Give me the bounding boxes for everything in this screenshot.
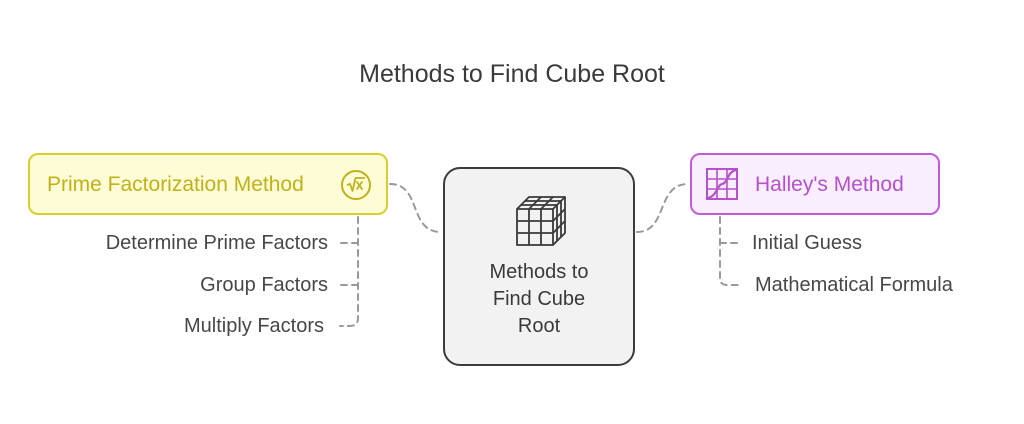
connector-left-branch (389, 183, 442, 233)
leaf-multiply-factors[interactable]: Multiply Factors (183, 315, 324, 337)
cube-grid-icon (516, 196, 566, 246)
central-topic-node[interactable]: Methods to Find Cube Root (443, 167, 635, 366)
central-topic-line-1: Methods to (489, 261, 589, 283)
central-topic-line-2: Find Cube (492, 288, 586, 310)
prime-factorization-node[interactable]: Prime Factorization Method (28, 153, 388, 215)
diagram-title: Methods to Find Cube Root (359, 60, 665, 88)
connector-right-trunk (719, 216, 741, 286)
function-graph-icon (706, 168, 738, 200)
prime-factorization-label: Prime Factorization Method (47, 173, 304, 196)
central-topic-line-3: Root (517, 315, 561, 337)
leaf-mathematical-formula[interactable]: Mathematical Formula (755, 274, 953, 296)
leaf-group-factors[interactable]: Group Factors (200, 274, 328, 296)
halleys-method-label: Halley's Method (755, 173, 904, 196)
halleys-method-node[interactable]: Halley's Method (690, 153, 940, 215)
connector-right-branch (636, 183, 689, 233)
leaf-initial-guess[interactable]: Initial Guess (752, 232, 863, 254)
connector-left-trunk (339, 216, 359, 327)
leaf-determine-prime-factors[interactable]: Determine Prime Factors (105, 232, 328, 254)
square-root-icon (341, 170, 371, 200)
central-topic-label: Methods to Find Cube Root (445, 259, 633, 340)
